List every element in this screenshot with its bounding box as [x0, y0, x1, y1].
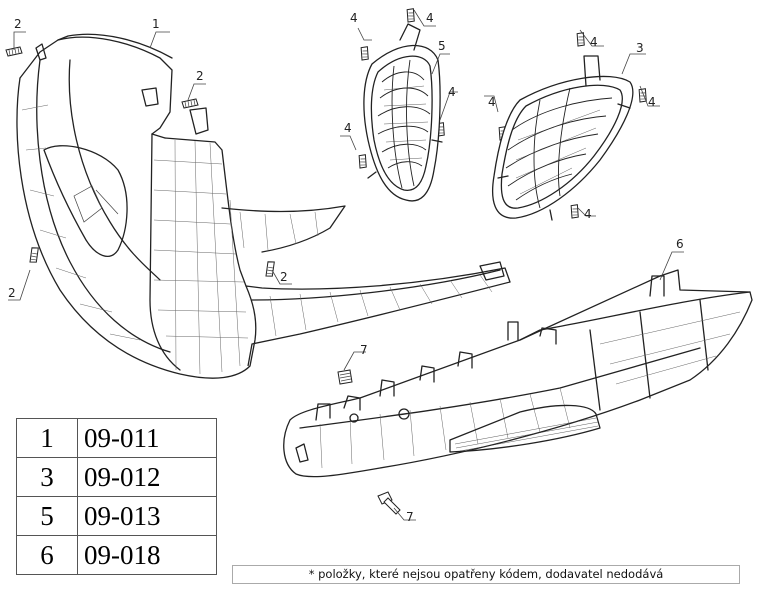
callout-2-left: 2 — [8, 269, 31, 301]
callout-label: 2 — [8, 286, 16, 300]
table-row: 5 09-013 — [16, 496, 217, 536]
callout-label: 7 — [406, 510, 414, 524]
callout-label: 4 — [584, 207, 592, 221]
item-code: 09-013 — [77, 496, 217, 536]
part-5-left-grille — [363, 23, 443, 202]
callout-7-upper: 7 — [343, 343, 368, 371]
item-code: 09-012 — [77, 457, 217, 497]
callout-label: 2 — [280, 270, 288, 284]
item-number: 6 — [16, 535, 78, 575]
callout-4-a: 4 — [350, 11, 372, 41]
callout-5: 5 — [431, 39, 450, 75]
table-row: 3 09-012 — [16, 457, 217, 497]
callout-label: 4 — [426, 11, 434, 25]
callout-label: 4 — [350, 11, 358, 25]
callout-label: 4 — [488, 95, 496, 109]
table-row: 1 09-011 — [16, 418, 217, 458]
item-number: 1 — [16, 418, 78, 458]
callout-label: 7 — [360, 343, 368, 357]
part-code-table: 1 09-011 3 09-012 5 09-013 6 09-018 — [16, 418, 217, 575]
callout-label: 4 — [448, 85, 456, 99]
callout-label: 1 — [152, 17, 160, 31]
callout-2-mid: 2 — [187, 69, 206, 101]
callout-label: 5 — [438, 39, 446, 53]
callout-2-top-left: 2 — [13, 17, 26, 50]
callout-label: 4 — [590, 35, 598, 49]
callout-label: 4 — [648, 95, 656, 109]
callout-label: 3 — [636, 41, 644, 55]
callout-4-g: 4 — [484, 95, 499, 113]
part-6-lower-body — [283, 269, 753, 478]
callout-label: 6 — [676, 237, 684, 251]
callout-1: 1 — [149, 17, 170, 49]
item-code: 09-018 — [77, 535, 217, 575]
callout-2-center: 2 — [271, 269, 292, 285]
callout-label: 2 — [196, 69, 204, 83]
callout-4-e: 4 — [579, 29, 604, 49]
footnote: * položky, které nejsou opatřeny kódem, … — [232, 565, 740, 584]
table-row: 6 09-018 — [16, 535, 217, 575]
callout-3: 3 — [621, 41, 646, 75]
callout-label: 2 — [14, 17, 22, 31]
callout-4-d: 4 — [340, 121, 357, 151]
callout-4-b: 4 — [413, 9, 436, 27]
part-1-front-shield — [16, 33, 511, 379]
callout-4-h: 4 — [577, 207, 596, 221]
callout-4-f: 4 — [639, 85, 660, 109]
screws-item-7 — [337, 369, 401, 515]
item-number: 5 — [16, 496, 78, 536]
part-3-right-grille — [491, 55, 634, 221]
item-code: 09-011 — [77, 418, 217, 458]
callout-4-c: 4 — [439, 85, 458, 121]
callout-6: 6 — [659, 237, 684, 281]
item-number: 3 — [16, 457, 78, 497]
callout-7-lower: 7 — [393, 507, 416, 524]
screws-item-2 — [5, 46, 275, 277]
callout-label: 4 — [344, 121, 352, 135]
